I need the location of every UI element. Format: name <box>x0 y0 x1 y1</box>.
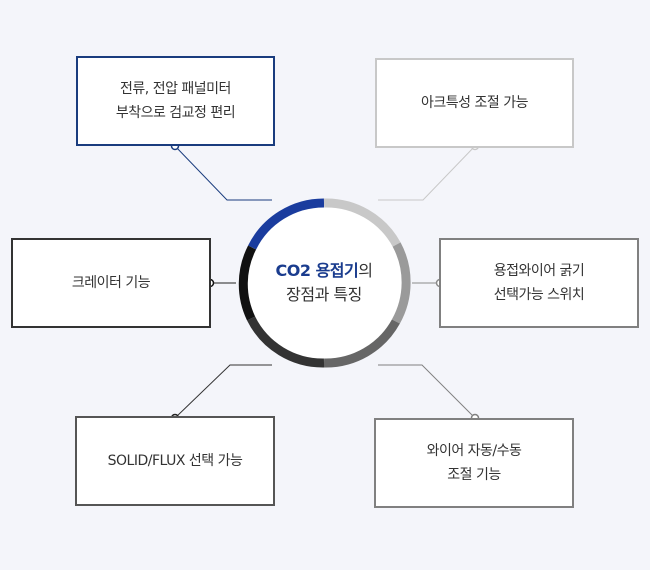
center-title: CO2 용접기의 장점과 특징 <box>247 214 401 352</box>
feature-line: 용접와이어 굵기 <box>493 263 585 279</box>
ring-segment-top-right <box>323 198 401 247</box>
feature-text-panel-meter: 전류, 전압 패널미터 부착으로 검교정 편리 <box>115 77 236 125</box>
feature-line: 크레이터 기능 <box>71 275 151 291</box>
feature-box-crater: 크레이터 기능 <box>11 238 211 328</box>
ring-segment-right <box>391 242 411 324</box>
feature-text-crater: 크레이터 기능 <box>71 271 151 295</box>
feature-line: 전류, 전압 패널미터 <box>120 81 231 97</box>
feature-text-solid-flux: SOLID/FLUX 선택 가능 <box>108 449 243 473</box>
feature-line: 부착으로 검교정 편리 <box>115 105 236 121</box>
feature-text-wire-thickness: 용접와이어 굵기 선택가능 스위치 <box>494 259 585 307</box>
ring-segment-bottom-right <box>323 319 400 368</box>
ring-segment-bottom-left <box>247 316 325 368</box>
feature-line: 선택가능 스위치 <box>493 287 585 303</box>
center-title-suffix: 의 <box>358 261 373 280</box>
ring-segment-left <box>238 245 257 321</box>
feature-text-arc-control: 아크특성 조절 가능 <box>421 91 528 115</box>
feature-line: 조절 기능 <box>447 467 501 483</box>
feature-line: 아크특성 조절 가능 <box>421 95 528 111</box>
feature-box-wire-auto-manual: 와이어 자동/수동 조절 기능 <box>374 418 574 508</box>
center-title-line1: CO2 용접기의 <box>276 259 373 283</box>
feature-box-panel-meter: 전류, 전압 패널미터 부착으로 검교정 편리 <box>76 56 275 146</box>
connector-top-right <box>378 145 476 201</box>
center-title-line2: 장점과 특징 <box>286 285 362 304</box>
connector-bottom-right <box>378 364 476 419</box>
feature-box-solid-flux: SOLID/FLUX 선택 가능 <box>75 416 275 506</box>
feature-box-wire-thickness: 용접와이어 굵기 선택가능 스위치 <box>439 238 639 328</box>
connector-top-left <box>174 145 272 201</box>
feature-box-arc-control: 아크특성 조절 가능 <box>375 58 574 148</box>
center-title-product: CO2 용접기 <box>275 261 359 280</box>
feature-line: 와이어 자동/수동 <box>426 443 522 459</box>
connector-bottom-left <box>174 364 272 419</box>
center-ring <box>238 198 411 368</box>
ring-segment-top-left <box>248 198 325 250</box>
feature-text-wire-auto-manual: 와이어 자동/수동 조절 기능 <box>427 439 522 487</box>
feature-line: SOLID/FLUX 선택 가능 <box>107 453 243 469</box>
center-disc-background <box>244 203 404 363</box>
